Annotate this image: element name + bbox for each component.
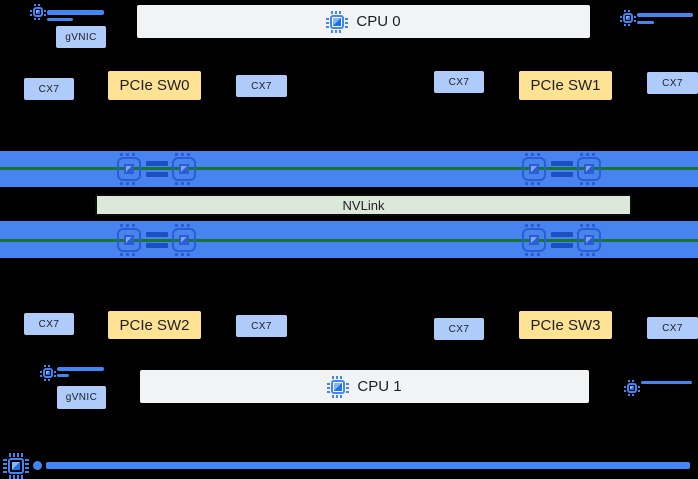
cx7-nic-box: CX7 <box>236 315 287 337</box>
cx7-label: CX7 <box>662 77 683 89</box>
gpu-band-top <box>0 151 698 187</box>
cx7-label: CX7 <box>448 76 470 88</box>
cpu0-box: CPU 0 <box>137 5 590 38</box>
nvlink-green-line <box>0 167 698 170</box>
gpu-icon <box>518 224 550 256</box>
cpu0-label: CPU 0 <box>356 13 401 30</box>
cx7-nic-box: CX7 <box>434 71 484 93</box>
network-link-line <box>637 21 654 24</box>
cx7-nic-box: CX7 <box>24 78 74 100</box>
gpu-pair-link <box>551 161 573 166</box>
gpu-band-bottom <box>0 221 698 258</box>
gpu-pair-link <box>551 172 573 177</box>
pcie-sw2-label: PCIe SW2 <box>119 316 190 334</box>
pcie-sw1-label: PCIe SW1 <box>530 77 601 94</box>
cx7-nic-box: CX7 <box>434 318 484 340</box>
gpu-icon <box>518 153 550 185</box>
cpu1-label: CPU 1 <box>357 378 402 395</box>
gvnic-label: gVNIC <box>65 392 98 403</box>
gpu-icon <box>113 153 145 185</box>
gvnic-box-bottom: gVNIC <box>57 386 106 409</box>
pcie-sw0-box: PCIe SW0 <box>108 71 201 100</box>
nvlink-green-line <box>0 239 698 242</box>
nvlink-band: NVLink <box>95 194 632 216</box>
host-nic-icon <box>624 380 640 396</box>
gpu-icon <box>113 224 145 256</box>
gpu-icon <box>573 153 605 185</box>
cx7-label: CX7 <box>38 318 60 330</box>
cx7-nic-box: CX7 <box>647 317 698 339</box>
cx7-label: CX7 <box>662 322 683 334</box>
pcie-sw3-label: PCIe SW3 <box>530 316 601 334</box>
host-nic-icon <box>40 365 56 381</box>
gpu-pair-link <box>146 172 168 177</box>
network-link-line <box>637 13 693 17</box>
network-link-line <box>57 374 69 377</box>
legend-line <box>46 462 690 469</box>
cpu-chip-icon <box>326 10 349 33</box>
pcie-sw0-label: PCIe SW0 <box>119 77 190 94</box>
cx7-label: CX7 <box>448 323 470 335</box>
legend-gpu-chip-icon <box>3 453 29 479</box>
cx7-nic-box: CX7 <box>24 313 74 335</box>
gpu-pair-link <box>551 232 573 237</box>
gpu-pair-link <box>146 232 168 237</box>
gpu-pair-link <box>146 161 168 166</box>
cpu-chip-icon <box>327 375 350 398</box>
network-link-line <box>57 367 104 371</box>
cx7-label: CX7 <box>38 83 60 95</box>
cx7-label: CX7 <box>251 80 272 92</box>
pcie-sw1-box: PCIe SW1 <box>519 71 612 100</box>
legend-dot <box>33 461 42 470</box>
gpu-icon <box>573 224 605 256</box>
network-link-line <box>641 381 692 384</box>
cx7-label: CX7 <box>251 320 272 332</box>
gvnic-box-top: gVNIC <box>56 26 106 48</box>
gvnic-label: gVNIC <box>65 31 97 43</box>
gpu-pair-link <box>551 243 573 248</box>
network-link-line <box>47 10 104 15</box>
gpu-icon <box>168 224 200 256</box>
cpu1-box: CPU 1 <box>140 370 589 403</box>
nvlink-label: NVLink <box>342 197 385 213</box>
pcie-sw2-box: PCIe SW2 <box>108 311 201 339</box>
host-nic-icon <box>30 4 46 20</box>
pcie-sw3-box: PCIe SW3 <box>519 311 612 339</box>
host-nic-icon <box>620 10 636 26</box>
gpu-pair-link <box>146 243 168 248</box>
cx7-nic-box: CX7 <box>647 72 698 94</box>
cx7-nic-box: CX7 <box>236 75 287 97</box>
gpu-icon <box>168 153 200 185</box>
network-link-line <box>47 18 73 21</box>
